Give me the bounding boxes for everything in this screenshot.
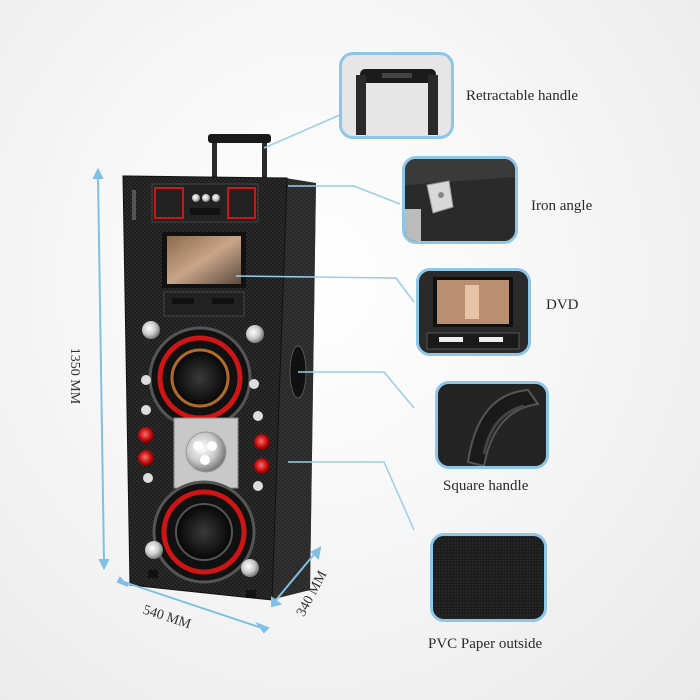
dimension-height: 1350 MM <box>67 347 83 405</box>
callout-iron-angle <box>402 156 518 244</box>
dvd-screen-icon <box>419 271 528 353</box>
label-pvc-paper: PVC Paper outside <box>428 636 543 652</box>
callout-pvc-paper <box>430 533 547 622</box>
label-dvd: DVD <box>546 297 579 313</box>
retractable-handle-icon <box>356 69 438 135</box>
label-square-handle: Square handle <box>443 478 529 494</box>
callout-dvd <box>416 268 531 356</box>
callout-square-handle <box>435 381 549 469</box>
label-iron-angle: Iron angle <box>531 198 593 214</box>
callout-retractable-handle <box>339 52 454 139</box>
square-handle-icon <box>438 384 546 466</box>
iron-angle-icon <box>405 159 515 241</box>
label-retractable-handle: Retractable handle <box>466 88 579 104</box>
pvc-texture-icon <box>433 536 544 619</box>
